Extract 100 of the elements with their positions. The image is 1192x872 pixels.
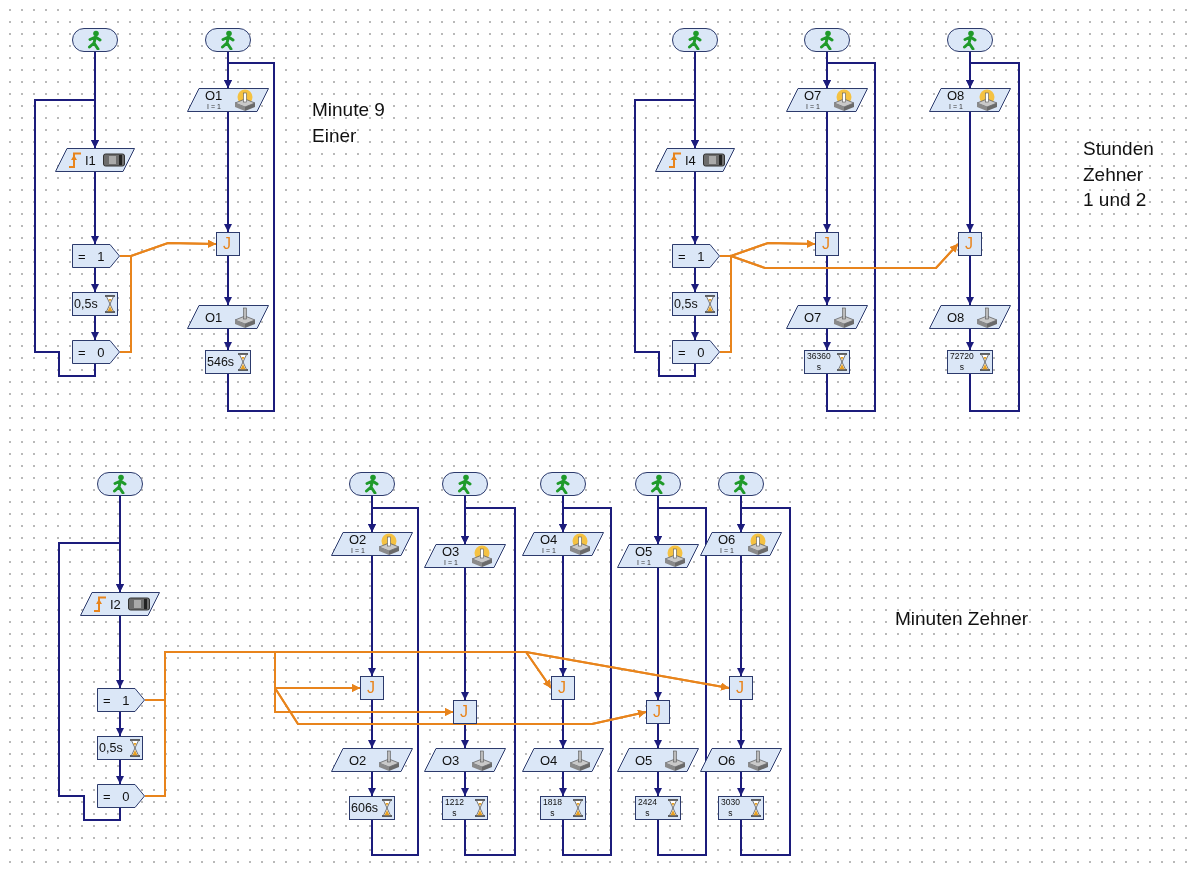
start-block [72, 28, 118, 52]
output-block [424, 748, 506, 772]
delay-block [72, 292, 118, 316]
junction-block [815, 232, 839, 256]
flow-arrow [461, 723, 469, 749]
start-block [442, 472, 488, 496]
input-block [655, 148, 735, 172]
junction-label: J [965, 236, 973, 252]
output-label: O8 [947, 89, 965, 102]
junction-block [958, 232, 982, 256]
output-block [929, 88, 1011, 112]
delay-block [718, 796, 764, 820]
output-label: O3 [442, 545, 460, 558]
output-label: O2 [349, 533, 367, 546]
delay-label: 0,5s [74, 298, 98, 311]
flow-arrow [691, 315, 699, 341]
delay-label: 1818 s [543, 797, 562, 819]
start-block [718, 472, 764, 496]
flow-arrow [119, 239, 217, 353]
comparison-block [97, 784, 145, 808]
output-label: O2 [349, 754, 367, 767]
flow-arrow [691, 267, 699, 293]
delay-label: 0,5s [99, 742, 123, 755]
junction-block [453, 700, 477, 724]
output-label: O1 [205, 89, 223, 102]
comparison-block [97, 688, 145, 712]
start-block [804, 28, 850, 52]
flow-arrow [224, 111, 232, 233]
flow-arrow [654, 771, 662, 797]
flow-arrow [654, 507, 707, 856]
start-block [540, 472, 586, 496]
note-text: Minuten Zehner [895, 607, 1030, 631]
flow-arrow [823, 255, 831, 306]
flow-arrow [461, 771, 469, 797]
output-label: O6 [718, 533, 736, 546]
flow-arrow [224, 255, 232, 306]
flow-arrow [966, 62, 1020, 412]
flow-arrow [116, 711, 124, 737]
delay-label: 0,5s [674, 298, 698, 311]
condition-label: = 1 [78, 250, 105, 263]
note-text: Minute 9 Einer [312, 98, 386, 148]
junction-label: J [558, 680, 566, 696]
start-block [349, 472, 395, 496]
condition-label: = 0 [103, 790, 130, 803]
flow-arrow [654, 723, 662, 749]
output-block [187, 88, 269, 112]
start-block [947, 28, 993, 52]
condition-label: = 1 [103, 694, 130, 707]
delay-block [804, 350, 850, 374]
output-block [522, 748, 604, 772]
junction-block [360, 676, 384, 700]
delay-label: 36360 s [807, 351, 831, 373]
input-block [55, 148, 135, 172]
start-block [635, 472, 681, 496]
junction-block [551, 676, 575, 700]
flow-arrow [559, 555, 567, 677]
input-block [80, 592, 160, 616]
flow-arrow [368, 699, 376, 749]
output-block [617, 544, 699, 568]
input-label: I2 [110, 598, 121, 611]
flow-arrow [966, 255, 974, 306]
junction-block [216, 232, 240, 256]
delay-block [540, 796, 586, 820]
comparison-block [672, 244, 720, 268]
flow-arrow [116, 759, 124, 785]
output-label: O3 [442, 754, 460, 767]
delay-label: 1212 s [445, 797, 464, 819]
flow-arrow [34, 99, 99, 377]
output-label: O6 [718, 754, 736, 767]
junction-block [729, 676, 753, 700]
start-block [672, 28, 718, 52]
delay-label: 546s [207, 356, 235, 369]
flow-arrow [966, 111, 974, 233]
flow-arrow [461, 507, 516, 856]
delay-block [205, 350, 251, 374]
output-block [331, 532, 413, 556]
flow-arrow [691, 171, 699, 245]
flow-arrow [368, 555, 376, 677]
flow-arrow [91, 315, 99, 341]
flow-arrow [91, 171, 99, 245]
output-block [786, 305, 868, 329]
output-block [929, 305, 1011, 329]
flow-arrow [823, 111, 831, 233]
flow-arrow [823, 328, 831, 351]
output-block [700, 532, 782, 556]
output-block [187, 305, 269, 329]
junction-label: J [822, 236, 830, 252]
flow-arrow [966, 328, 974, 351]
output-block [786, 88, 868, 112]
condition-label: = 1 [678, 250, 705, 263]
comparison-block [72, 244, 120, 268]
start-block [97, 472, 143, 496]
flow-arrow [58, 542, 124, 821]
flow-arrow [559, 507, 612, 856]
junction-label: J [367, 680, 375, 696]
flow-arrow [224, 62, 275, 412]
delay-label: 606s [351, 802, 379, 815]
flow-arrow [737, 555, 745, 677]
output-block [522, 532, 604, 556]
flow-arrow [461, 567, 469, 701]
